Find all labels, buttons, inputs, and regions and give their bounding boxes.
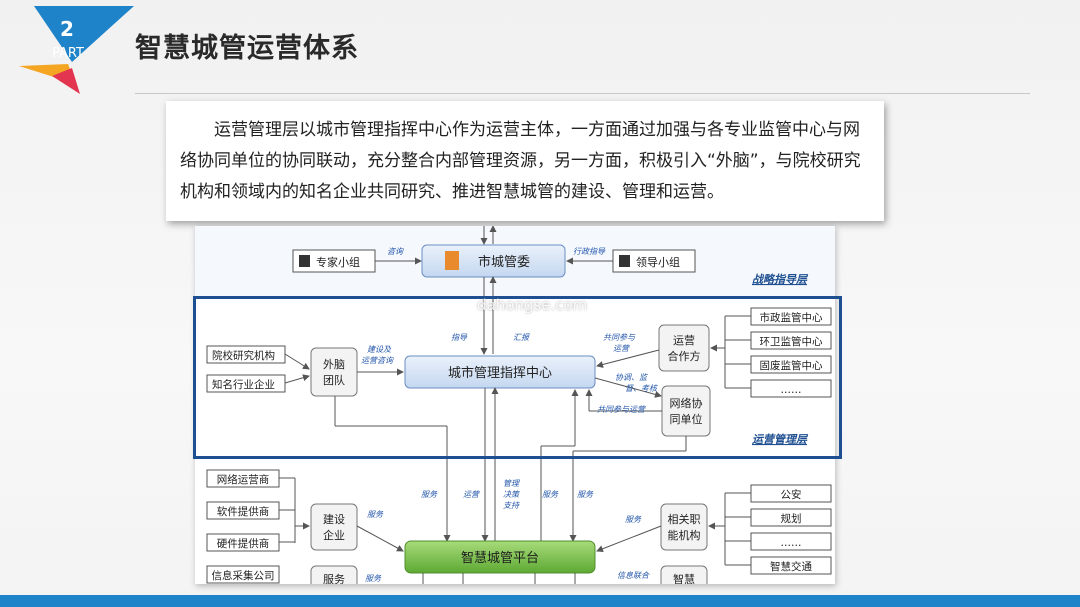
industry-label: 知名行业企业 bbox=[212, 378, 275, 391]
badge-label: PART bbox=[52, 46, 84, 61]
badge-blue-triangle bbox=[34, 6, 134, 62]
right-label-3: …… bbox=[781, 537, 802, 549]
mgmt-layer-label: 运营管理层 bbox=[752, 433, 809, 446]
supplier-label-4: 信息采集公司 bbox=[212, 569, 275, 582]
service-company-label: 服务 bbox=[323, 573, 345, 584]
right-agency-list: 公安 规划 …… 智慧交通 bbox=[750, 484, 832, 575]
guide-label: 指导 bbox=[451, 333, 468, 342]
coop-line2: 合作方 bbox=[668, 349, 701, 363]
agencies-service-label: 服务 bbox=[625, 515, 642, 524]
committee-label: 市城管委 bbox=[478, 254, 530, 270]
right-label-1: 公安 bbox=[781, 488, 802, 501]
supplier-list: 网络运营商 软件提供商 硬件提供商 信息采集公司 bbox=[206, 469, 280, 584]
brain-line2: 团队 bbox=[323, 373, 345, 387]
builder-line1: 建设 bbox=[323, 512, 345, 526]
operation-partner-box bbox=[658, 324, 710, 372]
joint-op2-label: 共同参与运营 bbox=[597, 405, 647, 414]
intro-text: 运营管理层以城市管理指挥中心作为运营主体，一方面通过加强与各专业监管中心与网络协… bbox=[180, 120, 861, 202]
command-center-box bbox=[404, 355, 596, 389]
platform-box bbox=[404, 540, 596, 574]
report-label: 汇报 bbox=[513, 333, 530, 342]
center-label-3: 固废监管中心 bbox=[760, 359, 823, 372]
smart-label: 智慧 bbox=[673, 572, 695, 584]
center-label-2: 环卫监管中心 bbox=[760, 335, 823, 348]
supplier-label-2: 软件提供商 bbox=[217, 505, 270, 518]
builder-service-label: 服务 bbox=[367, 510, 384, 519]
agencies-box bbox=[660, 503, 708, 551]
coord-line1: 协调、监 bbox=[615, 373, 648, 382]
service-label-3: 服务 bbox=[577, 490, 594, 499]
advice-line2: 运营咨询 bbox=[361, 356, 394, 365]
badge-number: 2 bbox=[60, 17, 74, 41]
watermark: dahongse.com bbox=[477, 296, 588, 314]
service-label-1: 服务 bbox=[421, 490, 438, 499]
title-divider bbox=[135, 93, 1030, 94]
intro-box: 运营管理层以城市管理指挥中心作为运营主体，一方面通过加强与各专业监管中心与网络协… bbox=[166, 101, 884, 221]
platform-label: 智慧城管平台 bbox=[461, 550, 539, 566]
right-label-4: 智慧交通 bbox=[770, 560, 812, 573]
builder-line2: 企业 bbox=[323, 528, 345, 542]
org-diagram-svg: 专家小组 咨询 市城管委 行政指导 领导小组 战略指导层 指导 汇报 院校研究机… bbox=[195, 226, 835, 584]
management-layer-highlight bbox=[193, 296, 842, 459]
admin-guidance-label: 行政指导 bbox=[573, 247, 606, 256]
org-diagram: 专家小组 咨询 市城管委 行政指导 领导小组 战略指导层 指导 汇报 院校研究机… bbox=[195, 226, 835, 584]
leader-icon bbox=[619, 255, 630, 267]
badge-red-shape bbox=[52, 68, 80, 94]
agencies-line2: 能机构 bbox=[668, 528, 701, 542]
supplier-box-4 bbox=[206, 565, 280, 584]
industry-box bbox=[206, 374, 286, 393]
supplier-label-3: 硬件提供商 bbox=[217, 537, 270, 550]
consult-label: 咨询 bbox=[387, 247, 404, 256]
university-label: 院校研究机构 bbox=[212, 349, 275, 362]
decision-line1: 管理 bbox=[503, 479, 520, 488]
coord-line2: 督、考核 bbox=[625, 384, 659, 393]
joint-op1-line1: 共同参与 bbox=[603, 333, 636, 342]
coop-line1: 运营 bbox=[673, 333, 695, 347]
service-company-box bbox=[310, 565, 358, 584]
network-line2: 同单位 bbox=[670, 412, 703, 426]
network-line1: 网络协 bbox=[670, 396, 703, 410]
service-company-link-label: 服务 bbox=[365, 574, 382, 583]
decision-line3: 支持 bbox=[503, 501, 520, 510]
command-center-label: 城市管理指挥中心 bbox=[448, 365, 552, 381]
center-label-1: 市政监管中心 bbox=[760, 311, 823, 324]
joint-op1-line2: 运营 bbox=[613, 344, 631, 353]
smart-box bbox=[660, 565, 708, 584]
expert-group-label: 专家小组 bbox=[316, 255, 360, 269]
strategic-layer-label: 战略指导层 bbox=[752, 273, 809, 286]
operate-label: 运营 bbox=[463, 490, 481, 499]
brain-line1: 外脑 bbox=[323, 358, 345, 371]
advice-line1: 建设及 bbox=[367, 345, 392, 354]
builder-box bbox=[310, 503, 358, 551]
expert-icon bbox=[299, 255, 310, 267]
part-badge: 2 PART bbox=[19, 6, 134, 94]
right-label-2: 规划 bbox=[781, 512, 802, 525]
agencies-line1: 相关职 bbox=[668, 512, 701, 526]
leader-group-label: 领导小组 bbox=[636, 255, 680, 269]
building-icon bbox=[445, 251, 459, 270]
supplier-label-1: 网络运营商 bbox=[217, 473, 270, 486]
decision-line2: 决策 bbox=[503, 490, 521, 499]
center-label-4: …… bbox=[781, 384, 802, 396]
service-label-2: 服务 bbox=[542, 490, 559, 499]
bottom-accent-bar bbox=[0, 595, 1080, 607]
info-union-label: 信息联合 bbox=[617, 571, 650, 580]
leader-group-box bbox=[612, 249, 696, 273]
page-title: 智慧城管运营体系 bbox=[135, 33, 359, 64]
